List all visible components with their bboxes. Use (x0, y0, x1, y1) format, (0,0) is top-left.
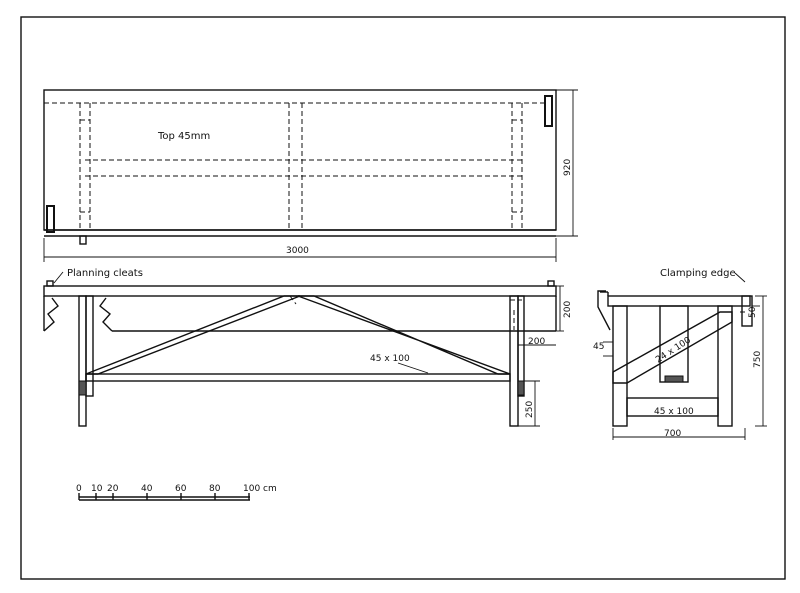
scale-bar: 0 10 20 40 60 80 100 cm (76, 484, 277, 501)
dim-top-height: 200 (563, 301, 573, 318)
end-view: Clamping edge 24 x 100 45 x 100 700 750 … (593, 268, 767, 440)
sheet-border (20, 16, 786, 580)
end-top-slab (607, 295, 751, 307)
dim-foot: 250 (525, 401, 535, 418)
dim-width: 920 (563, 159, 573, 176)
dim-end-height: 750 (753, 351, 763, 368)
brace-right (297, 295, 511, 375)
side-top-slab (43, 285, 557, 297)
clamping-edge-left (597, 290, 611, 331)
dim-end-left: 45 (593, 342, 604, 352)
end-leg (717, 305, 733, 427)
side-view: Planning cleats 45 x 100 200 200 250 (43, 268, 573, 427)
scale-tick-label: 10 (91, 484, 103, 494)
brace-left (85, 295, 301, 375)
planning-cleat (46, 205, 55, 233)
scale-tick-label: 20 (107, 484, 119, 494)
scale-tick-label: 60 (175, 484, 187, 494)
end-diagonal (612, 311, 733, 384)
planning-cleat (544, 95, 553, 127)
leg-end (79, 235, 87, 245)
scale-tick-label: 40 (141, 484, 153, 494)
side-leg (509, 295, 519, 427)
side-leg (78, 295, 87, 427)
planning-cleats-label: Planning cleats (67, 268, 143, 279)
top-view: Top 45mm 3000 920 (43, 89, 578, 262)
scale-tick-label: 80 (209, 484, 221, 494)
dim-edge: 50 (748, 306, 758, 318)
end-leg (612, 305, 628, 427)
dim-length: 3000 (286, 246, 309, 256)
top-view-title: Top 45mm (157, 131, 210, 142)
scale-tick-label: 100 cm (243, 484, 277, 494)
dim-end-width: 700 (664, 429, 681, 439)
brace-label: 45 x 100 (370, 354, 410, 364)
side-stretcher (85, 373, 511, 382)
clamping-edge-label: Clamping edge (660, 268, 736, 279)
clamping-edge-right (741, 295, 753, 327)
dim-leg-offset: 200 (528, 337, 545, 347)
end-stretcher (626, 397, 719, 417)
end-stretcher-label: 45 x 100 (654, 407, 694, 417)
scale-tick-label: 0 (76, 484, 82, 494)
